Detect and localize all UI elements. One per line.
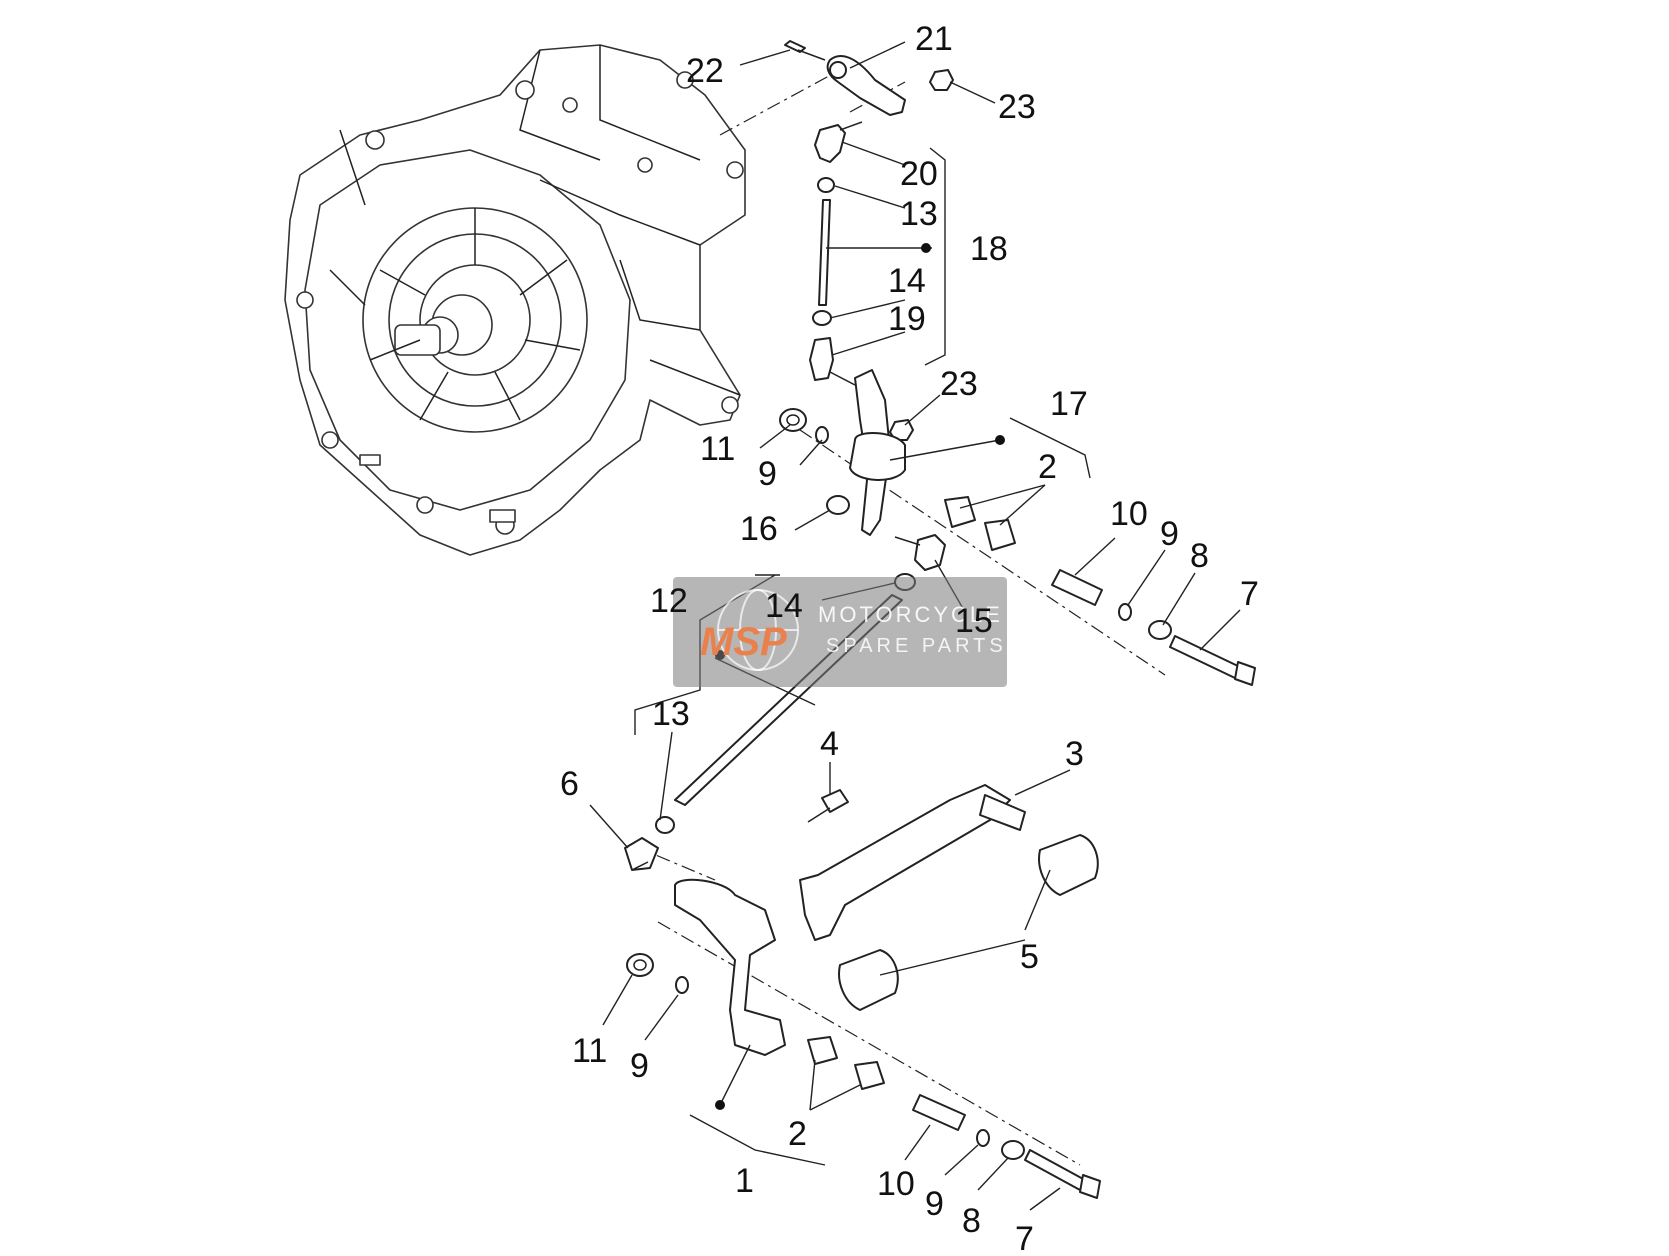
callout-2-b: 2 bbox=[788, 1115, 807, 1153]
callout-5: 5 bbox=[1020, 938, 1039, 976]
callout-11: 11 bbox=[700, 430, 735, 468]
callout-11-b: 11 bbox=[572, 1032, 607, 1070]
watermark: MSP MOTORCYCLE SPARE PARTS bbox=[673, 577, 1007, 687]
callout-17: 17 bbox=[1050, 385, 1088, 423]
gearbox-housing bbox=[284, 44, 746, 556]
callout-9-b: 9 bbox=[1160, 515, 1179, 553]
callout-10: 10 bbox=[1110, 495, 1148, 533]
callout-20: 20 bbox=[900, 155, 938, 193]
callout-18: 18 bbox=[970, 230, 1008, 268]
watermark-line1: MOTORCYCLE bbox=[818, 602, 1003, 627]
callout-23: 23 bbox=[998, 88, 1036, 126]
callout-19: 19 bbox=[888, 300, 926, 338]
watermark-line2: SPARE PARTS bbox=[826, 635, 1007, 657]
watermark-logo: MSP bbox=[700, 620, 787, 664]
callout-1: 1 bbox=[735, 1162, 754, 1200]
callout-14: 14 bbox=[888, 262, 926, 300]
lower-linkage-parts bbox=[624, 784, 1101, 1199]
callout-23-b: 23 bbox=[940, 365, 978, 403]
callout-21: 21 bbox=[915, 20, 953, 58]
callout-13: 13 bbox=[900, 195, 938, 233]
callout-14-b: 14 bbox=[765, 587, 803, 625]
callout-3: 3 bbox=[1065, 735, 1084, 773]
callout-15: 15 bbox=[955, 602, 993, 640]
callout-8-b: 8 bbox=[962, 1202, 981, 1240]
callout-9-c: 9 bbox=[630, 1047, 649, 1085]
callout-9: 9 bbox=[758, 455, 777, 493]
callout-13-b: 13 bbox=[652, 695, 690, 733]
callout-7-b: 7 bbox=[1015, 1220, 1034, 1256]
upper-linkage-parts bbox=[779, 40, 1256, 686]
callout-8: 8 bbox=[1190, 537, 1209, 575]
callout-22: 22 bbox=[686, 52, 724, 90]
callout-2: 2 bbox=[1038, 448, 1057, 486]
callout-7: 7 bbox=[1240, 575, 1259, 613]
callout-12: 12 bbox=[650, 582, 688, 620]
callout-labels: 22 21 23 20 13 18 14 19 23 17 11 9 2 16 … bbox=[560, 20, 1259, 1256]
callout-16: 16 bbox=[740, 510, 778, 548]
callout-6: 6 bbox=[560, 765, 579, 803]
callout-4: 4 bbox=[820, 725, 839, 763]
callout-10-b: 10 bbox=[877, 1165, 915, 1203]
callout-9-d: 9 bbox=[925, 1185, 944, 1223]
